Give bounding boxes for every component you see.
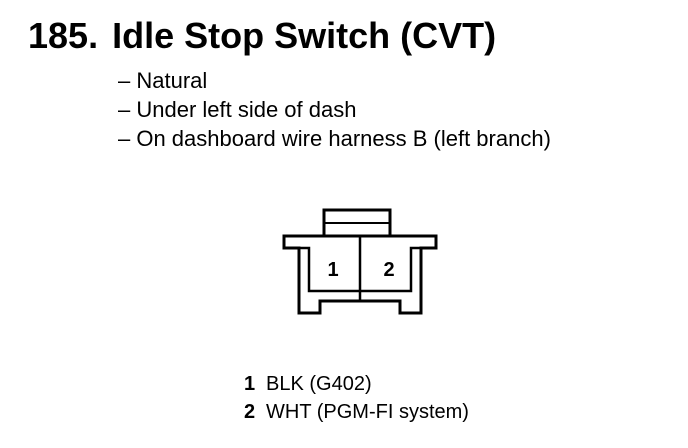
pin-row: 2 WHT (PGM-FI system) <box>244 398 469 426</box>
section-number: 185. <box>28 15 99 56</box>
note-location: – Under left side of dash <box>118 97 357 122</box>
pin-list: 1 BLK (G402) 2 WHT (PGM-FI system) <box>244 370 469 426</box>
page-title: 185. Idle Stop Switch (CVT) <box>28 14 496 58</box>
connector-pin-2: 2 <box>383 259 394 281</box>
pin-number: 2 <box>244 401 256 423</box>
pin-wire: BLK (G402) <box>266 373 372 395</box>
note-harness: – On dashboard wire harness B (left bran… <box>118 126 551 151</box>
connector-diagram: 1 2 <box>282 208 438 315</box>
connector-pin-1: 1 <box>327 259 338 281</box>
section-title: Idle Stop Switch (CVT) <box>112 15 497 56</box>
pin-row: 1 BLK (G402) <box>244 370 469 398</box>
pin-number: 1 <box>244 373 256 395</box>
note-type: – Natural <box>118 68 208 93</box>
location-notes: – Natural – Under left side of dash – On… <box>118 66 551 153</box>
pin-wire: WHT (PGM-FI system) <box>266 401 469 423</box>
